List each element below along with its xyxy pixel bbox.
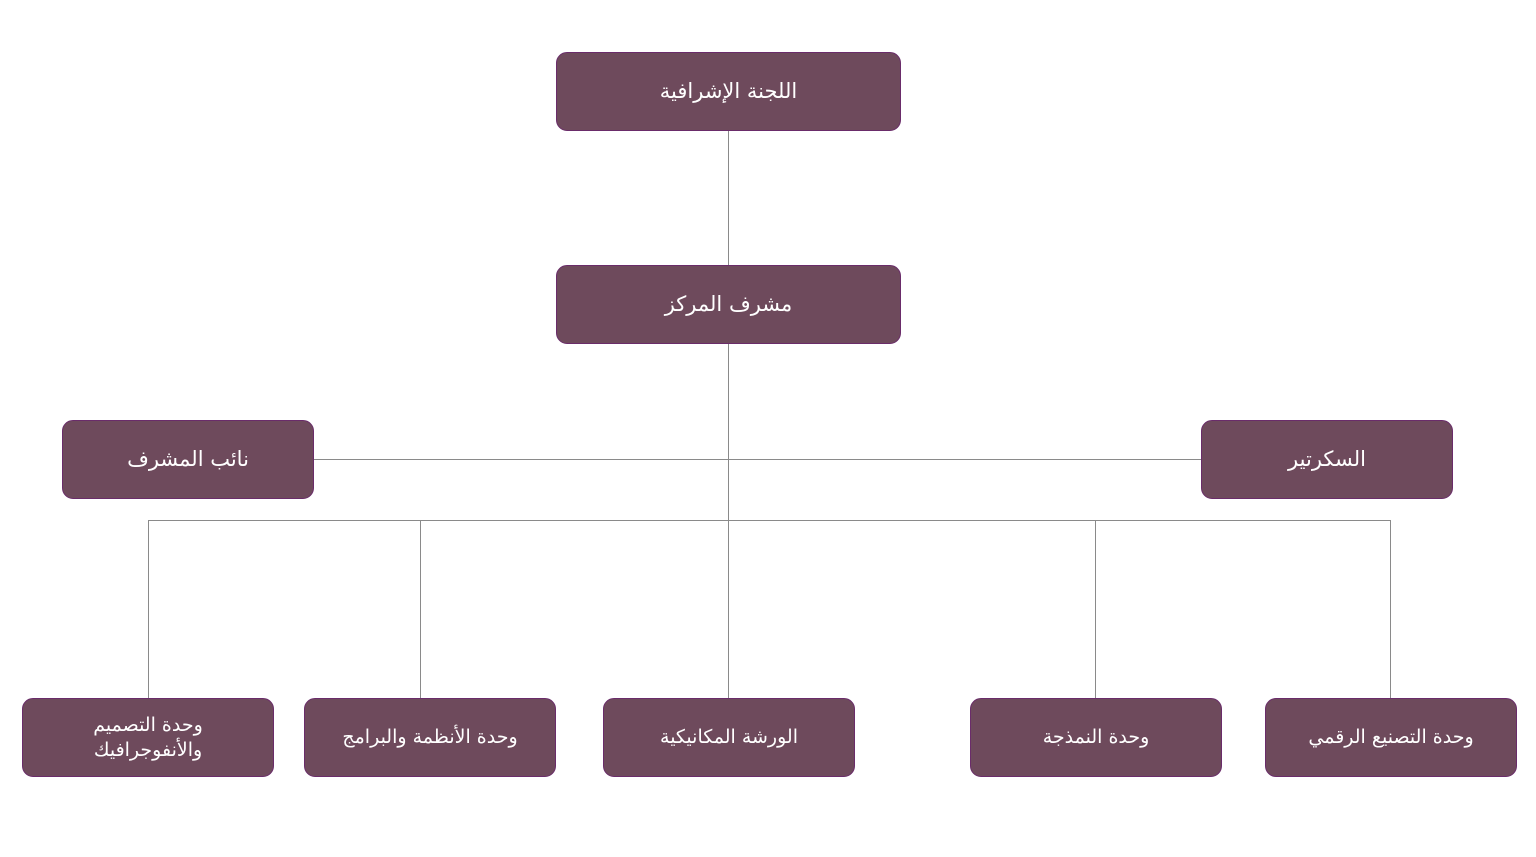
connector-unit-modeling (1095, 520, 1096, 698)
node-secretary: السكرتير (1201, 420, 1453, 499)
node-label: مشرف المركز (664, 291, 793, 316)
node-deputy-supervisor: نائب المشرف (62, 420, 314, 499)
connector-unit-fabrication (1390, 520, 1391, 698)
node-unit-workshop: الورشة المكانيكية (603, 698, 855, 777)
node-supervisory-committee: اللجنة الإشرافية (556, 52, 901, 131)
connector-manager-to-units (728, 343, 729, 520)
node-unit-systems: وحدة الأنظمة والبرامج (304, 698, 556, 777)
connector-unit-workshop (728, 520, 729, 698)
connector-unit-design (148, 520, 149, 698)
node-label: الورشة المكانيكية (660, 726, 798, 749)
connector-top-to-manager (728, 130, 729, 265)
node-unit-modeling: وحدة النمذجة (970, 698, 1222, 777)
node-label: السكرتير (1288, 446, 1366, 471)
node-center-supervisor: مشرف المركز (556, 265, 901, 344)
node-unit-fabrication: وحدة التصنيع الرقمي (1265, 698, 1517, 777)
node-label: نائب المشرف (127, 446, 249, 471)
node-label: اللجنة الإشرافية (659, 78, 798, 103)
node-label: وحدة التصنيع الرقمي (1308, 726, 1474, 749)
node-label: وحدة التصميم والأنفوجرافيك (93, 713, 203, 761)
node-label: وحدة النمذجة (1042, 726, 1150, 749)
connector-staff-line (313, 459, 1202, 460)
connector-units-line (148, 520, 1391, 521)
node-unit-design: وحدة التصميم والأنفوجرافيك (22, 698, 274, 777)
connector-unit-systems (420, 520, 421, 698)
node-label: وحدة الأنظمة والبرامج (342, 726, 518, 749)
